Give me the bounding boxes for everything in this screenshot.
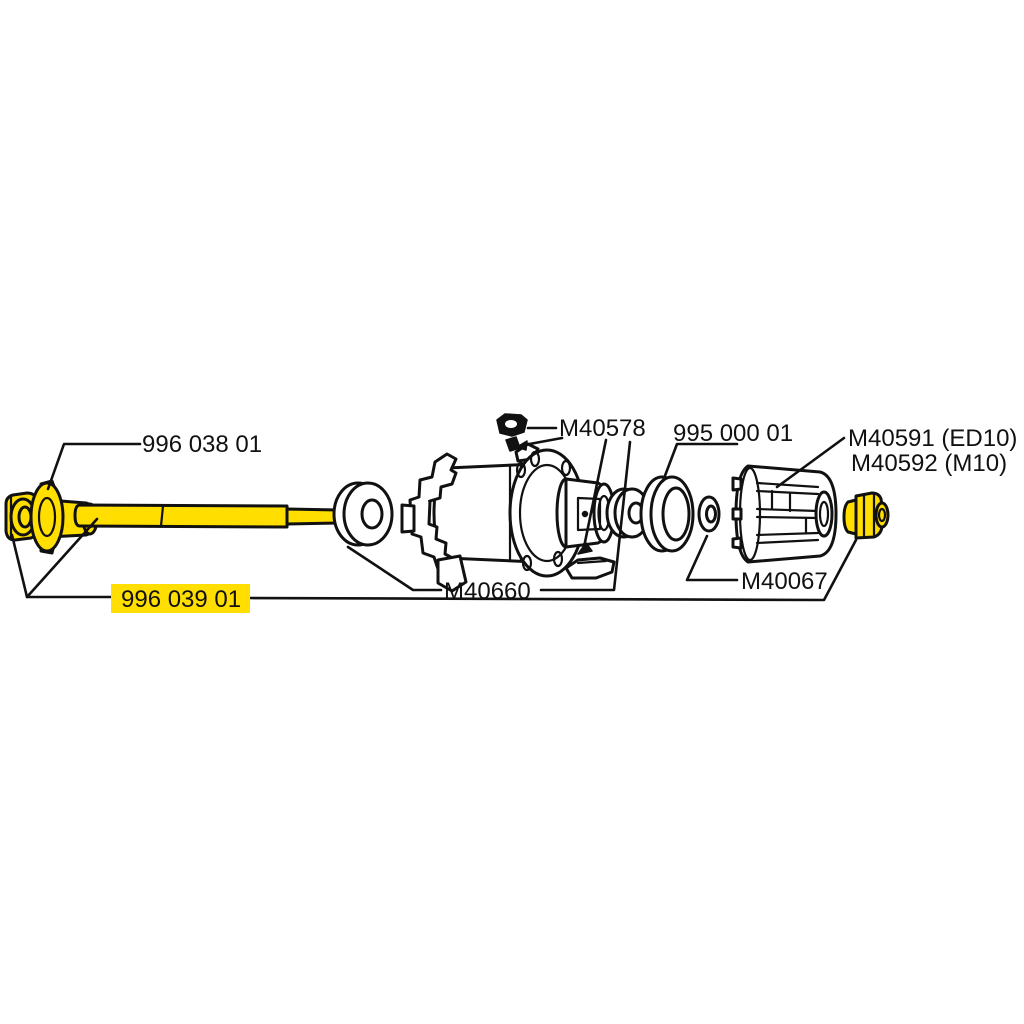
- label-end-cap: 996 038 01: [142, 431, 262, 458]
- lower-pawl-drawing: [564, 542, 616, 580]
- label-freehub-m10: M40592 (M10): [851, 450, 1007, 477]
- washer-drawing: [697, 495, 721, 533]
- leader-axle-kit-nut: [10, 533, 113, 599]
- axle-drawing: [73, 503, 340, 529]
- leader-end-cap: [46, 442, 142, 491]
- left-bearing-drawing: [332, 481, 394, 547]
- label-pawl-kit: M40578: [559, 415, 646, 442]
- dust-seal-drawing: [639, 475, 695, 553]
- label-axle-kit: 996 039 01: [121, 586, 241, 613]
- leader-axle-kit-axle: [25, 517, 99, 599]
- arrowhead-upper: [516, 440, 528, 451]
- leader-bearing-left: [346, 545, 443, 592]
- label-freehub-ed10: M40591 (ED10): [848, 425, 1017, 452]
- label-seal: 995 000 01: [673, 420, 793, 447]
- label-washer: M40067: [741, 568, 828, 595]
- freehub-body-drawing: [731, 464, 838, 564]
- right-axle-nut-drawing: [842, 491, 890, 540]
- labels: 996 038 01 M40578 995 000 01 M40591 (ED1…: [111, 415, 1017, 613]
- leader-pawl-upper: [522, 436, 564, 447]
- leader-bearing-right: [539, 440, 632, 592]
- leader-axle-kit-right-nut: [248, 538, 858, 602]
- leader-pawl-lower: [582, 438, 608, 549]
- leader-lines: [10, 426, 858, 602]
- leader-seal: [661, 442, 739, 483]
- label-bearing-kit: M40660: [444, 578, 531, 605]
- label-highlight-box: [111, 584, 250, 613]
- leader-freehub: [775, 436, 846, 489]
- leader-washer: [685, 534, 739, 582]
- hub-body-drawing: [400, 442, 616, 593]
